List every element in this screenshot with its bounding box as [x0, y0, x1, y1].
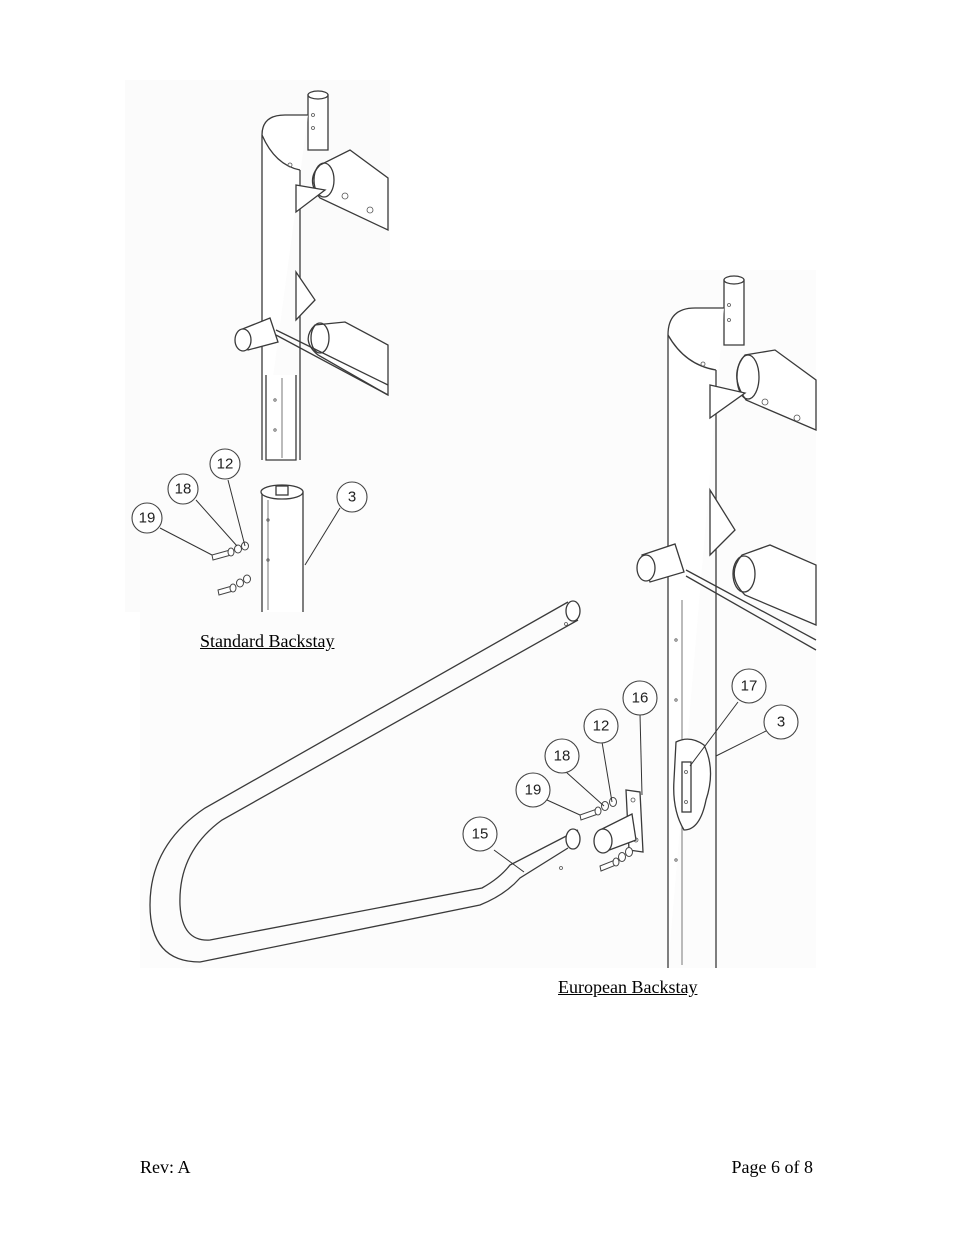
svg-text:12: 12	[217, 456, 234, 473]
callout-std-18: 18	[167, 473, 199, 505]
footer-page-number: Page 6 of 8	[731, 1157, 813, 1177]
leader-eu-18	[565, 771, 605, 807]
footer-revision: Rev: A	[140, 1157, 191, 1177]
callout-eu-12: 12	[583, 708, 619, 744]
leader-std-18	[195, 499, 238, 547]
svg-text:19: 19	[525, 782, 542, 799]
leader-eu-19	[546, 799, 581, 816]
standard-hardware	[211, 541, 251, 596]
european-bracket-16	[593, 789, 644, 854]
leader-std-3	[304, 507, 341, 566]
callout-std-3: 3	[336, 481, 368, 513]
svg-text:3: 3	[348, 489, 356, 506]
leader-std-12	[227, 479, 246, 547]
leader-eu-3	[715, 729, 769, 757]
callout-std-12: 12	[209, 448, 241, 480]
leader-eu-12	[601, 741, 613, 803]
standard-backstay-frame	[234, 90, 389, 612]
european-hardware	[579, 797, 633, 872]
callout-eu-3: 3	[763, 704, 799, 740]
leader-eu-15	[493, 849, 525, 873]
svg-text:19: 19	[139, 510, 156, 527]
callout-eu-18: 18	[544, 738, 580, 774]
backstay-tube-15	[149, 600, 581, 963]
leader-eu-16	[639, 713, 643, 796]
svg-text:17: 17	[741, 678, 758, 695]
caption-european-backstay: European Backstay	[558, 977, 698, 997]
leader-std-19	[159, 527, 213, 556]
svg-text:12: 12	[593, 718, 610, 735]
callout-eu-16: 16	[622, 680, 658, 716]
leader-eu-17	[689, 701, 739, 767]
caption-standard-backstay: Standard Backstay	[200, 631, 335, 651]
callout-eu-17: 17	[731, 668, 767, 704]
callout-eu-15: 15	[462, 816, 498, 852]
callout-eu-19: 19	[515, 772, 551, 808]
european-backstay-frame	[636, 275, 817, 968]
svg-text:18: 18	[175, 481, 192, 498]
svg-text:15: 15	[472, 826, 489, 843]
svg-text:16: 16	[632, 690, 649, 707]
svg-text:18: 18	[554, 748, 571, 765]
svg-text:3: 3	[777, 714, 785, 731]
callout-std-19: 19	[131, 502, 163, 534]
